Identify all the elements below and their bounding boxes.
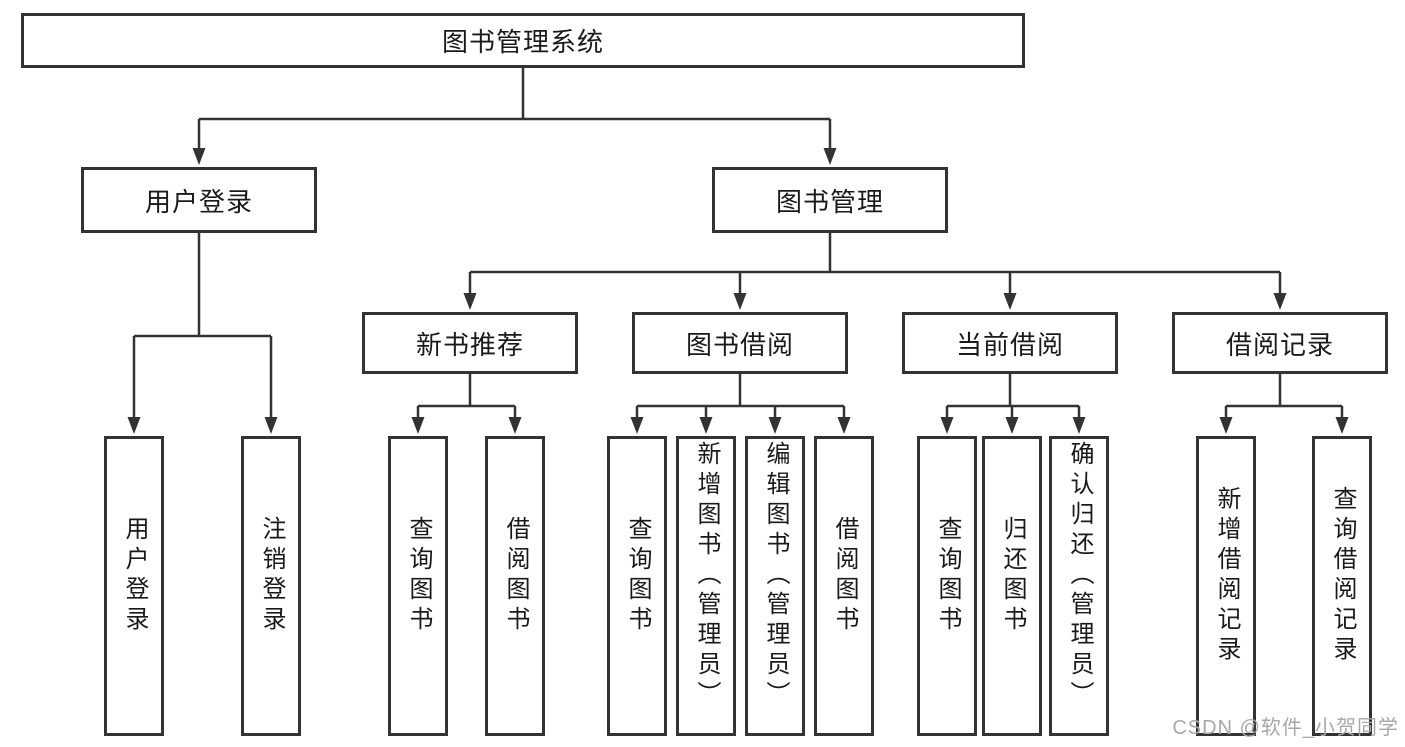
node-book-borrowing: 图书借阅	[632, 312, 848, 374]
leaf-return-books-label: 归还图书	[999, 516, 1026, 636]
leaf-edit-book-admin-label: 编辑图书（管理员）	[762, 441, 789, 711]
leaf-add-book-admin-label: 新增图书（管理员）	[693, 441, 720, 711]
leaf-logout: 注销登录	[241, 436, 301, 736]
node-book-management: 图书管理	[712, 167, 948, 233]
node-user-login: 用户登录	[81, 167, 317, 233]
node-borrowing-records: 借阅记录	[1172, 312, 1388, 374]
leaf-borrow-books-recommend: 借阅图书	[485, 436, 545, 736]
node-current-borrowing: 当前借阅	[902, 312, 1118, 374]
leaf-query-books-recommend: 查询图书	[388, 436, 448, 736]
leaf-query-books-borrowing-label: 查询图书	[624, 516, 651, 636]
leaf-confirm-return-admin-label: 确认归还（管理员）	[1066, 441, 1093, 711]
node-new-book-recommend: 新书推荐	[362, 312, 578, 374]
leaf-user-login: 用户登录	[104, 436, 164, 736]
leaf-query-books-current: 查询图书	[917, 436, 977, 736]
leaf-query-borrow-record: 查询借阅记录	[1312, 436, 1372, 736]
leaf-user-login-label: 用户登录	[121, 516, 148, 636]
leaf-return-books: 归还图书	[982, 436, 1042, 736]
leaf-logout-label: 注销登录	[258, 516, 285, 636]
leaf-edit-book-admin: 编辑图书（管理员）	[745, 436, 805, 736]
leaf-confirm-return-admin: 确认归还（管理员）	[1049, 436, 1109, 736]
leaf-query-books-borrowing: 查询图书	[607, 436, 667, 736]
leaf-query-books-current-label: 查询图书	[934, 516, 961, 636]
leaf-borrow-books-recommend-label: 借阅图书	[502, 516, 529, 636]
leaf-add-book-admin: 新增图书（管理员）	[676, 436, 736, 736]
leaf-query-borrow-record-label: 查询借阅记录	[1329, 486, 1356, 666]
leaf-borrow-books: 借阅图书	[814, 436, 874, 736]
leaf-add-borrow-record: 新增借阅记录	[1196, 436, 1256, 736]
leaf-query-books-recommend-label: 查询图书	[405, 516, 432, 636]
node-library-system: 图书管理系统	[21, 13, 1025, 68]
arrowheads	[127, 148, 1349, 434]
leaf-add-borrow-record-label: 新增借阅记录	[1213, 486, 1240, 666]
watermark-text: CSDN @软件_小贺同学	[1172, 717, 1399, 739]
leaf-borrow-books-label: 借阅图书	[831, 516, 858, 636]
